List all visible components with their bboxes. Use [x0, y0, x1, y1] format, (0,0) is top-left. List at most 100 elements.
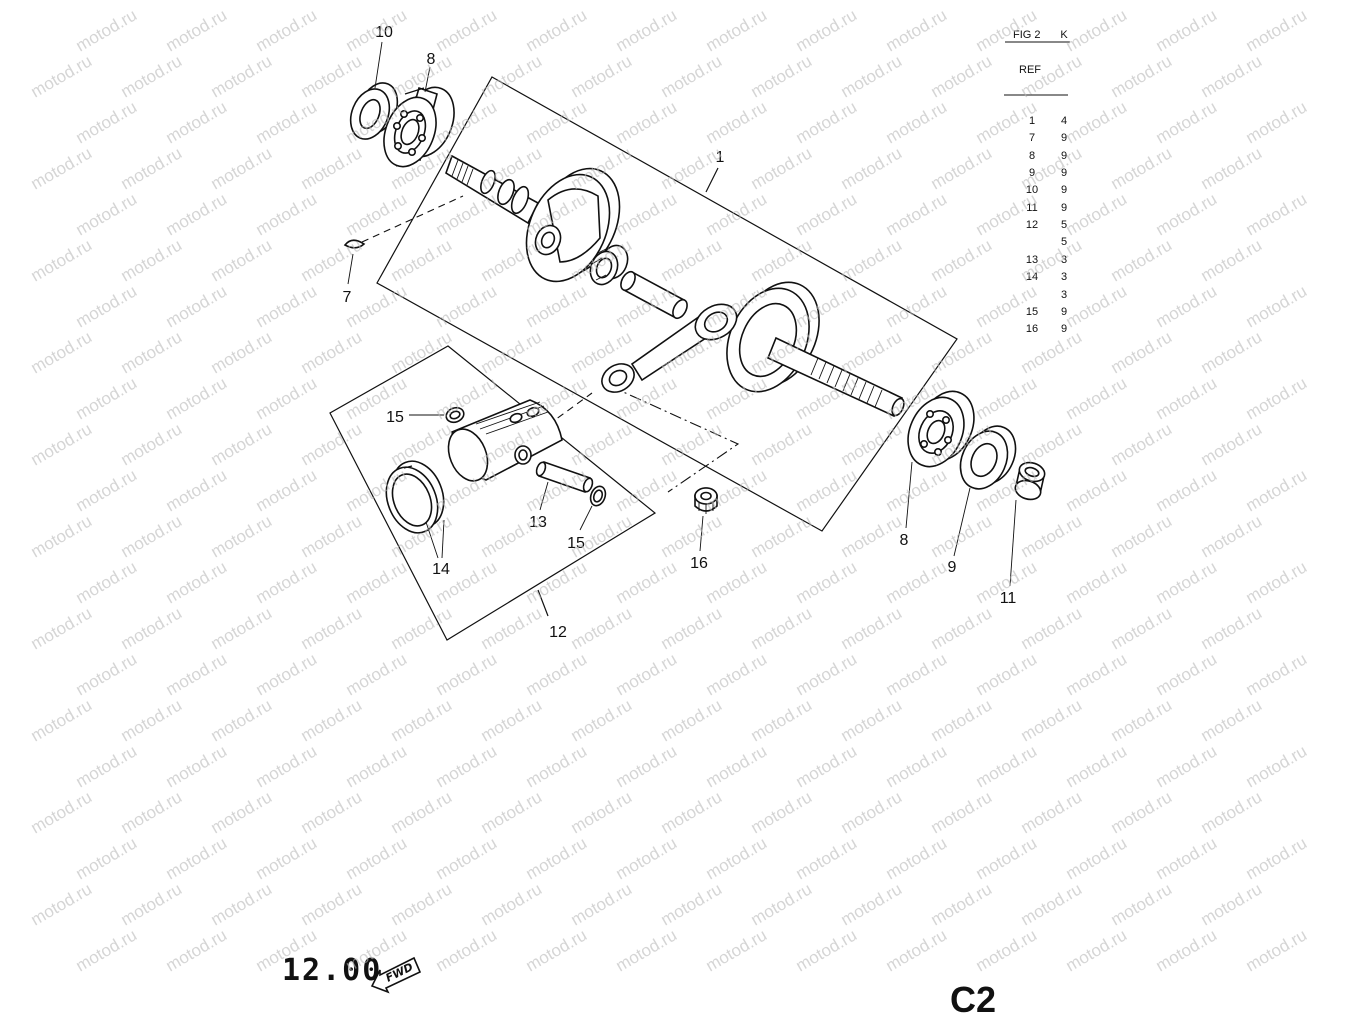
watermark-text: motod.ru — [1108, 419, 1176, 469]
watermark-text: motod.ru — [703, 925, 771, 975]
watermark-text: motod.ru — [28, 787, 96, 837]
watermark-text: motod.ru — [1108, 603, 1176, 653]
watermark-text: motod.ru — [838, 511, 906, 561]
rod-alignment-line — [609, 385, 740, 493]
callout-seal-right: 9 — [948, 559, 957, 576]
watermark-text: motod.ru — [523, 5, 591, 55]
ref-cell: 14 — [1026, 271, 1038, 283]
watermark-text: motod.ru — [298, 143, 366, 193]
circlip-left — [445, 406, 465, 424]
spacer-leader — [1009, 499, 1017, 587]
watermark-text: motod.ru — [1108, 327, 1176, 377]
watermark-text: motod.ru — [1153, 925, 1221, 975]
qty-cell: 9 — [1061, 306, 1067, 318]
callout-clip-right: 15 — [567, 535, 585, 552]
watermark-text: motod.ru — [208, 695, 276, 745]
watermark-text: motod.ru — [1108, 143, 1176, 193]
callout-crankshaft: 1 — [716, 149, 725, 166]
watermark-text: motod.ru — [298, 879, 366, 929]
watermark-text: motod.ru — [478, 695, 546, 745]
watermark-text: motod.ru — [208, 511, 276, 561]
watermark-text: motod.ru — [1243, 189, 1311, 239]
watermark-text: motod.ru — [388, 327, 456, 377]
watermark-text: motod.ru — [298, 787, 366, 837]
watermark-text: motod.ru — [928, 695, 996, 745]
watermark-text: motod.ru — [1108, 235, 1176, 285]
qty-cell: 5 — [1061, 236, 1067, 248]
watermark-text: motod.ru — [433, 189, 501, 239]
watermark-text: motod.ru — [1018, 143, 1086, 193]
watermark-text: motod.ru — [433, 649, 501, 699]
watermark-text: motod.ru — [883, 465, 951, 515]
watermark-text: motod.ru — [163, 741, 231, 791]
watermark: motod.ru motod.ru motod.ru motod.ru motod.ru… — [28, 5, 1311, 975]
watermark-text: motod.ru — [208, 603, 276, 653]
watermark-text: motod.ru — [28, 143, 96, 193]
pin-leader — [539, 481, 549, 511]
crankshaft-right-half — [726, 281, 905, 418]
callout-key: 7 — [343, 289, 352, 306]
watermark-text: motod.ru — [1198, 51, 1266, 101]
watermark-text: motod.ru — [928, 51, 996, 101]
ref-cell: 7 — [1029, 132, 1035, 144]
watermark-text: motod.ru — [1153, 557, 1221, 607]
callout-bearing-right: 8 — [900, 532, 909, 549]
watermark-text: motod.ru — [1153, 5, 1221, 55]
watermark-text: motod.ru — [523, 649, 591, 699]
watermark-text: motod.ru — [73, 557, 141, 607]
watermark-text: motod.ru — [748, 695, 816, 745]
watermark-text: motod.ru — [1018, 695, 1086, 745]
watermark-text: motod.ru — [1198, 235, 1266, 285]
ref-table-header: REF — [1019, 64, 1041, 76]
qty-cell: 9 — [1061, 150, 1067, 162]
watermark-text: motod.ru — [343, 189, 411, 239]
rings-leader-a — [425, 521, 439, 559]
watermark-text: motod.ru — [838, 879, 906, 929]
crankshaft-leader — [705, 167, 719, 193]
watermark-text: motod.ru — [568, 879, 636, 929]
watermark-text: motod.ru — [1153, 465, 1221, 515]
watermark-text: motod.ru — [1243, 465, 1311, 515]
ball-bearing-top — [383, 86, 455, 168]
watermark-text: motod.ru — [1153, 649, 1221, 699]
watermark-text: motod.ru — [703, 189, 771, 239]
watermark-text: motod.ru — [433, 925, 501, 975]
watermark-text: motod.ru — [748, 511, 816, 561]
watermark-text: motod.ru — [1063, 925, 1131, 975]
key-alignment-line — [361, 195, 464, 243]
watermark-text: motod.ru — [883, 281, 951, 331]
watermark-text: motod.ru — [793, 189, 861, 239]
watermark-text: motod.ru — [613, 97, 681, 147]
qty-cell: 9 — [1061, 184, 1067, 196]
qty-cell: 9 — [1061, 323, 1067, 335]
watermark-text: motod.ru — [748, 603, 816, 653]
watermark-text: motod.ru — [1063, 97, 1131, 147]
qty-cell: 9 — [1061, 167, 1067, 179]
needle-bearing-small-end — [694, 487, 718, 514]
qty-cell: 9 — [1061, 202, 1067, 214]
watermark-text: motod.ru — [1243, 925, 1311, 975]
watermark-text: motod.ru — [478, 787, 546, 837]
watermark-text: motod.ru — [433, 281, 501, 331]
watermark-text: motod.ru — [1153, 97, 1221, 147]
watermark-text: motod.ru — [703, 5, 771, 55]
watermark-text: motod.ru — [1198, 419, 1266, 469]
watermark-text: motod.ru — [1243, 833, 1311, 883]
connecting-rod — [601, 303, 738, 393]
watermark-text: motod.ru — [478, 51, 546, 101]
watermark-text: motod.ru — [388, 879, 456, 929]
page-code: C2 — [950, 979, 996, 1014]
watermark-text: motod.ru — [793, 5, 861, 55]
callout-bearing-top: 8 — [427, 51, 436, 68]
watermark-text: motod.ru — [73, 833, 141, 883]
watermark-text: motod.ru — [613, 189, 681, 239]
watermark-text: motod.ru — [1108, 787, 1176, 837]
watermark-text: motod.ru — [613, 649, 681, 699]
watermark-text: motod.ru — [298, 695, 366, 745]
model-code: 12.00 — [282, 953, 382, 988]
ball-bearing-right — [907, 390, 975, 468]
qty-cell: 3 — [1061, 254, 1067, 266]
watermark-text: motod.ru — [1243, 373, 1311, 423]
watermark-text: motod.ru — [1063, 833, 1131, 883]
piston-set-frame — [329, 345, 657, 641]
